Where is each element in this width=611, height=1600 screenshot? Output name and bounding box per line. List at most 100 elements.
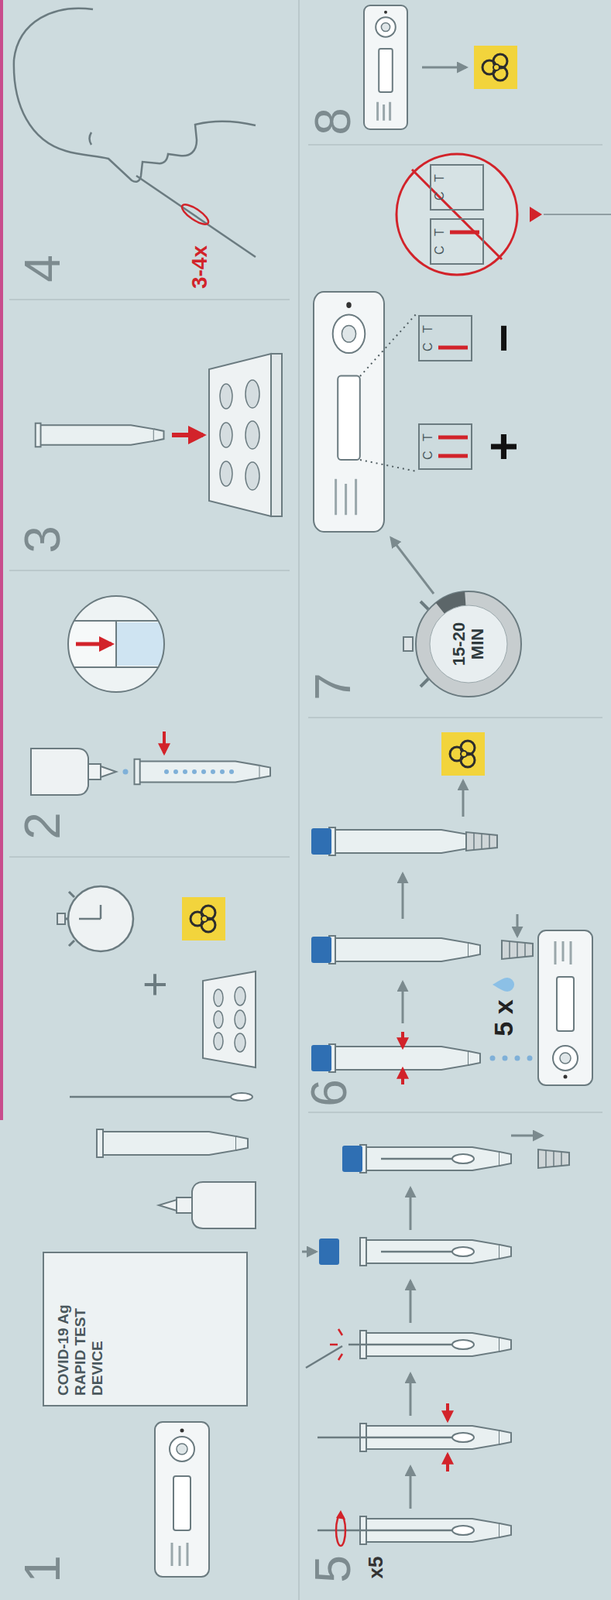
node-text: 15-20 MIN	[449, 611, 488, 677]
buffer-fill	[229, 769, 234, 775]
buffer-fill	[210, 769, 216, 775]
timer-outline	[403, 591, 522, 697]
dispense-steps	[514, 1056, 521, 1062]
result-window: CT	[429, 218, 484, 265]
extraction-steps	[319, 1239, 340, 1266]
kit-contents	[234, 1033, 246, 1053]
line-letter: C	[433, 245, 447, 255]
kit-contents	[213, 1033, 224, 1051]
plus-sign: +	[133, 972, 177, 999]
result-line	[438, 346, 468, 351]
panel-separator	[9, 0, 603, 1600]
result-window: CT	[418, 315, 473, 362]
dispense-steps	[501, 940, 533, 960]
panel-separator	[298, 0, 300, 1600]
step-number: 6	[304, 1079, 354, 1108]
head-profile	[89, 132, 93, 145]
tube-in-rack	[219, 461, 233, 487]
tube-in-rack	[245, 421, 260, 450]
extraction-steps	[360, 1238, 512, 1267]
buffer-fill	[192, 769, 197, 775]
buffer-fill	[123, 769, 129, 776]
result-reading	[360, 313, 417, 472]
kit-contents	[202, 971, 256, 1068]
extraction-steps	[381, 1158, 454, 1161]
head-profile	[13, 8, 256, 182]
extraction-steps	[409, 1467, 412, 1510]
result-reading	[360, 313, 417, 377]
extraction-steps	[342, 1146, 363, 1173]
panel-separator	[308, 1112, 603, 1114]
nasal-swab	[179, 201, 212, 228]
kit-contents	[213, 989, 224, 1007]
extraction-steps	[305, 1346, 343, 1369]
kit-contents	[57, 886, 134, 952]
extraction-steps	[336, 1515, 346, 1547]
line-letter: C	[422, 342, 435, 352]
step-number: 4	[17, 254, 68, 283]
device-disposal	[422, 66, 467, 69]
buffer-fill	[68, 596, 165, 693]
head-profile	[13, 8, 93, 60]
buffer-fill	[100, 766, 117, 778]
result-reading	[543, 213, 611, 216]
extraction-steps	[409, 1281, 412, 1324]
extraction-steps	[302, 1251, 316, 1254]
extraction-steps	[452, 1526, 474, 1536]
buffer-fill	[75, 642, 112, 647]
extraction-steps	[538, 1149, 570, 1169]
extraction-steps	[446, 1403, 450, 1422]
timer-knob	[403, 637, 413, 652]
dispense-steps	[441, 732, 485, 776]
step-number: 7	[308, 672, 358, 701]
line-letter: C	[422, 450, 435, 460]
step-number: 3	[17, 525, 68, 554]
dispense-steps	[527, 1056, 533, 1062]
kit-contents	[230, 1093, 253, 1102]
paper-edge	[1, 0, 3, 1121]
timer-ring	[415, 591, 522, 697]
dispense-steps	[402, 781, 464, 1024]
buffer-fill	[162, 731, 166, 754]
kit-contents	[96, 1129, 248, 1158]
line-letter: T	[422, 433, 435, 442]
line-letter: T	[433, 228, 447, 237]
nasal-swab	[136, 175, 256, 258]
kit-contents	[154, 1422, 210, 1578]
dispense-steps	[311, 828, 332, 855]
extraction-steps	[452, 1433, 474, 1443]
tube-in-rack	[171, 432, 203, 438]
nasal-swab	[136, 175, 256, 258]
dispense-steps	[311, 732, 593, 1086]
extraction-steps	[511, 1135, 543, 1138]
result-line	[438, 454, 468, 459]
buffer-fill	[182, 769, 188, 775]
step-number: 2	[17, 812, 68, 841]
tube-in-rack	[219, 384, 233, 409]
tube-in-rack	[35, 423, 165, 448]
extraction-steps	[452, 1340, 474, 1350]
tube-in-rack	[219, 422, 233, 448]
result-reading	[313, 154, 611, 594]
buffer-fill	[173, 769, 179, 775]
dispense-steps	[538, 930, 593, 1086]
dispense-steps	[401, 1069, 405, 1085]
extraction-steps	[381, 1251, 454, 1254]
buffer-fill	[61, 621, 171, 668]
extraction-steps	[452, 1247, 474, 1257]
tube-in-rack	[209, 353, 272, 517]
panel-separator	[9, 856, 290, 859]
extraction-steps	[336, 1510, 346, 1521]
result-reading	[391, 538, 434, 594]
dispense-steps	[329, 936, 481, 965]
result-reading	[396, 154, 518, 275]
kit-contents	[213, 1011, 224, 1029]
device-disposal	[363, 5, 518, 130]
panel-separator	[308, 144, 603, 146]
tube-in-rack	[245, 380, 260, 409]
device-disposal	[363, 5, 408, 130]
buffer-fill	[115, 621, 117, 668]
tube-in-rack	[245, 462, 260, 491]
result-reading	[529, 206, 543, 223]
